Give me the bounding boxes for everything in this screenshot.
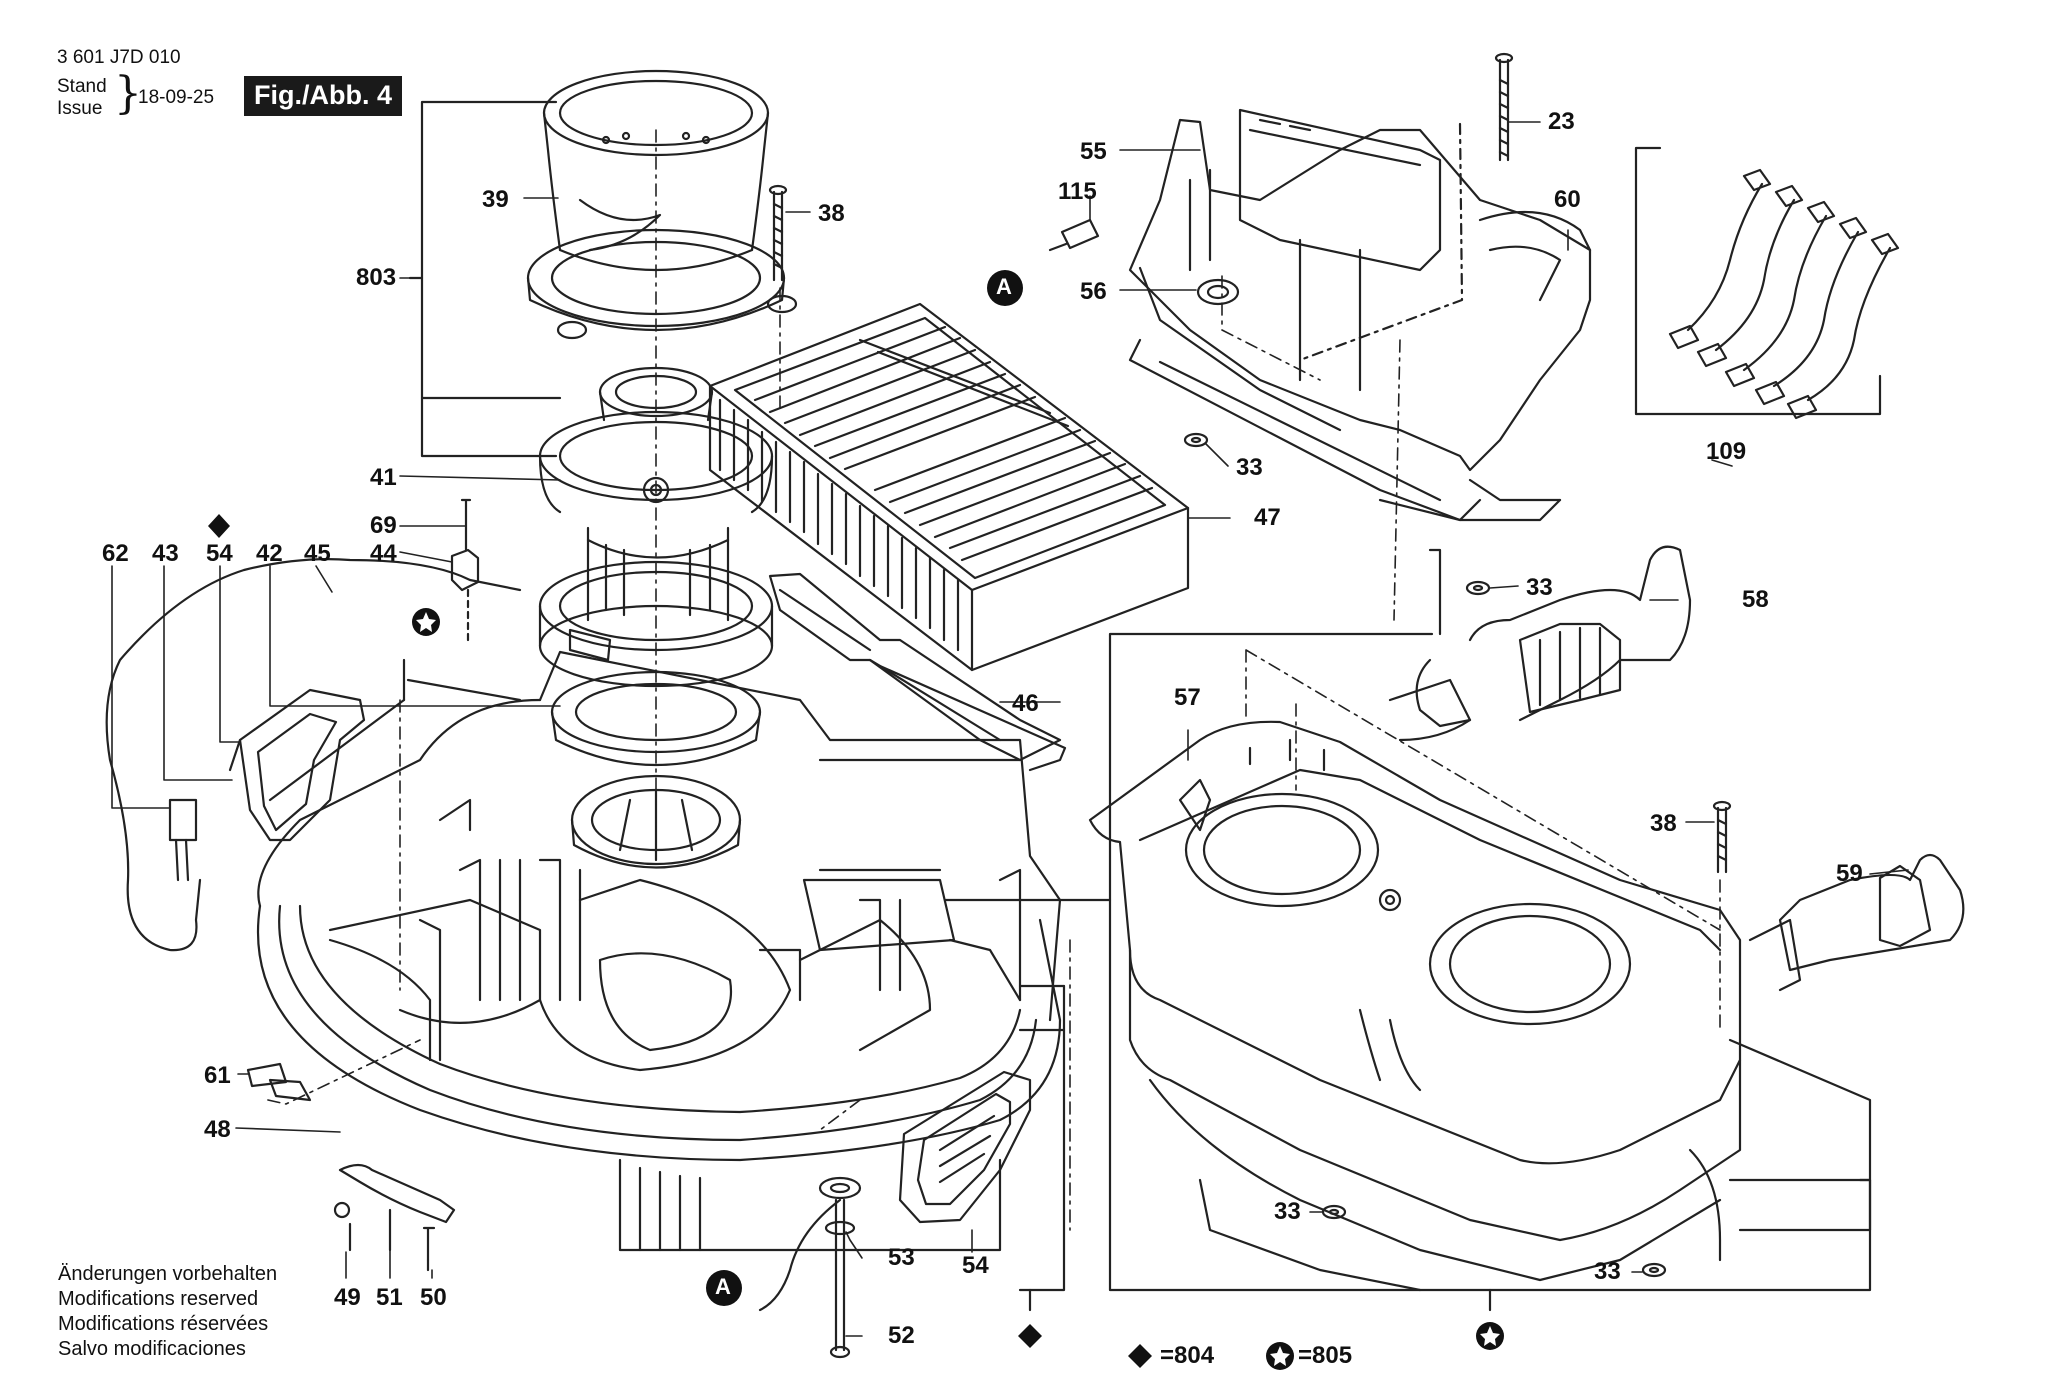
- part-label-62: 62: [102, 540, 129, 567]
- notice-german: Änderungen vorbehalten: [58, 1263, 278, 1285]
- cable-set-part-109: [1634, 146, 1900, 420]
- lower-housing-part-57: [1088, 720, 1742, 1292]
- diamond-mark-bottom: [1018, 1324, 1042, 1348]
- screw-part-38-right: [1712, 800, 1732, 874]
- connector-a-top-marker: [987, 270, 1023, 306]
- part-label-39: 39: [482, 186, 509, 213]
- document-number: 3 601 J7D 010: [57, 47, 181, 68]
- label-plate-part-61: [246, 1062, 288, 1088]
- part-label-109: 109: [1706, 438, 1747, 465]
- part-label-60: 60: [1554, 186, 1581, 213]
- screw-part-38-top: [768, 184, 788, 282]
- stand-label: Stand: [57, 76, 107, 97]
- assembly-box-805: [1108, 632, 1872, 1292]
- part-label-33-a: 33: [1236, 454, 1263, 481]
- part-label-23: 23: [1548, 108, 1575, 135]
- washers-part-33: [1183, 432, 1667, 1278]
- figure-label: Fig./Abb. 4: [244, 76, 402, 116]
- part-label-47: 47: [1254, 504, 1281, 531]
- main-housing-part-48: [256, 650, 1062, 1252]
- filter-housing-part-39: [526, 69, 798, 340]
- part-label-57: 57: [1174, 684, 1201, 711]
- part-label-43: 43: [152, 540, 179, 567]
- part-label-33-c: 33: [1274, 1198, 1301, 1225]
- assembly-bracket-804: [1018, 984, 1066, 1292]
- outlet-part-58: [1415, 545, 1692, 728]
- part-label-33-b: 33: [1526, 574, 1553, 601]
- part-label-54-right: 54: [962, 1252, 989, 1279]
- part-label-55: 55: [1080, 138, 1107, 165]
- part-label-45: 45: [304, 540, 331, 567]
- connector-a-bottom: A: [715, 1274, 731, 1299]
- drawing-symbols: [208, 270, 1504, 1370]
- plug-part-115: [1048, 218, 1100, 252]
- part-label-38-top: 38: [818, 200, 845, 227]
- outlet-part-59: [1748, 853, 1965, 992]
- notice-spanish: Salvo modificaciones: [58, 1338, 246, 1360]
- legend-star-icon: [1266, 1342, 1294, 1370]
- gasket-part-46: [768, 572, 1067, 772]
- filter-part-47: [708, 302, 1190, 672]
- electronics-housing-part-60: [1128, 108, 1592, 522]
- star-mark-left: [412, 608, 440, 636]
- assembly-bracket-803: [420, 100, 558, 458]
- part-label-58: 58: [1742, 586, 1769, 613]
- part-label-53: 53: [888, 1244, 915, 1271]
- part-label-48: 48: [204, 1116, 231, 1143]
- handle-part-54-left: [228, 688, 366, 842]
- bracket-part-51: [333, 1163, 456, 1272]
- connector-a-bottom-marker: [706, 1270, 742, 1306]
- part-label-51: 51: [376, 1284, 403, 1311]
- legend-star-value: =805: [1298, 1342, 1353, 1369]
- part-label-33-d: 33: [1594, 1258, 1621, 1285]
- power-cord-part-45: [105, 558, 522, 952]
- part-label-56: 56: [1080, 278, 1107, 305]
- part-label-46: 46: [1012, 690, 1039, 717]
- screw-part-23: [1494, 52, 1514, 162]
- brace-icon: }: [114, 68, 142, 119]
- part-label-59: 59: [1836, 860, 1863, 887]
- part-label-61: 61: [204, 1062, 231, 1089]
- part-label-41: 41: [370, 464, 397, 491]
- part-label-42: 42: [256, 540, 283, 567]
- diamond-mark-top: [208, 514, 230, 538]
- notice-english: Modifications reserved: [58, 1288, 259, 1310]
- handle-part-54-right: [898, 1070, 1032, 1224]
- star-mark-bottom: [1476, 1322, 1504, 1350]
- part-label-54-left: 54: [206, 540, 233, 567]
- connector-a-top: A: [996, 274, 1012, 299]
- ground-lead-part-52-53: [758, 1176, 862, 1359]
- modification-notice: Änderungen vorbehalten Modifications res…: [58, 1262, 277, 1362]
- part-label-49: 49: [334, 1284, 361, 1311]
- part-label-44: 44: [370, 540, 397, 567]
- issue-date: 18-09-25: [138, 87, 215, 108]
- clip-part-44: [450, 548, 480, 592]
- legend-diamond-icon: [1128, 1344, 1152, 1368]
- notice-french: Modifications réservées: [58, 1313, 269, 1335]
- part-label-50: 50: [420, 1284, 447, 1311]
- part-label-69: 69: [370, 512, 397, 539]
- part-label-803: 803: [356, 264, 397, 291]
- screw-part-69: [460, 498, 472, 552]
- part-label-38-right: 38: [1650, 810, 1677, 837]
- issue-label: Issue: [57, 98, 103, 119]
- part-label-52: 52: [888, 1322, 915, 1349]
- part-label-115: 115: [1058, 178, 1097, 205]
- legend-diamond-value: =804: [1160, 1342, 1215, 1369]
